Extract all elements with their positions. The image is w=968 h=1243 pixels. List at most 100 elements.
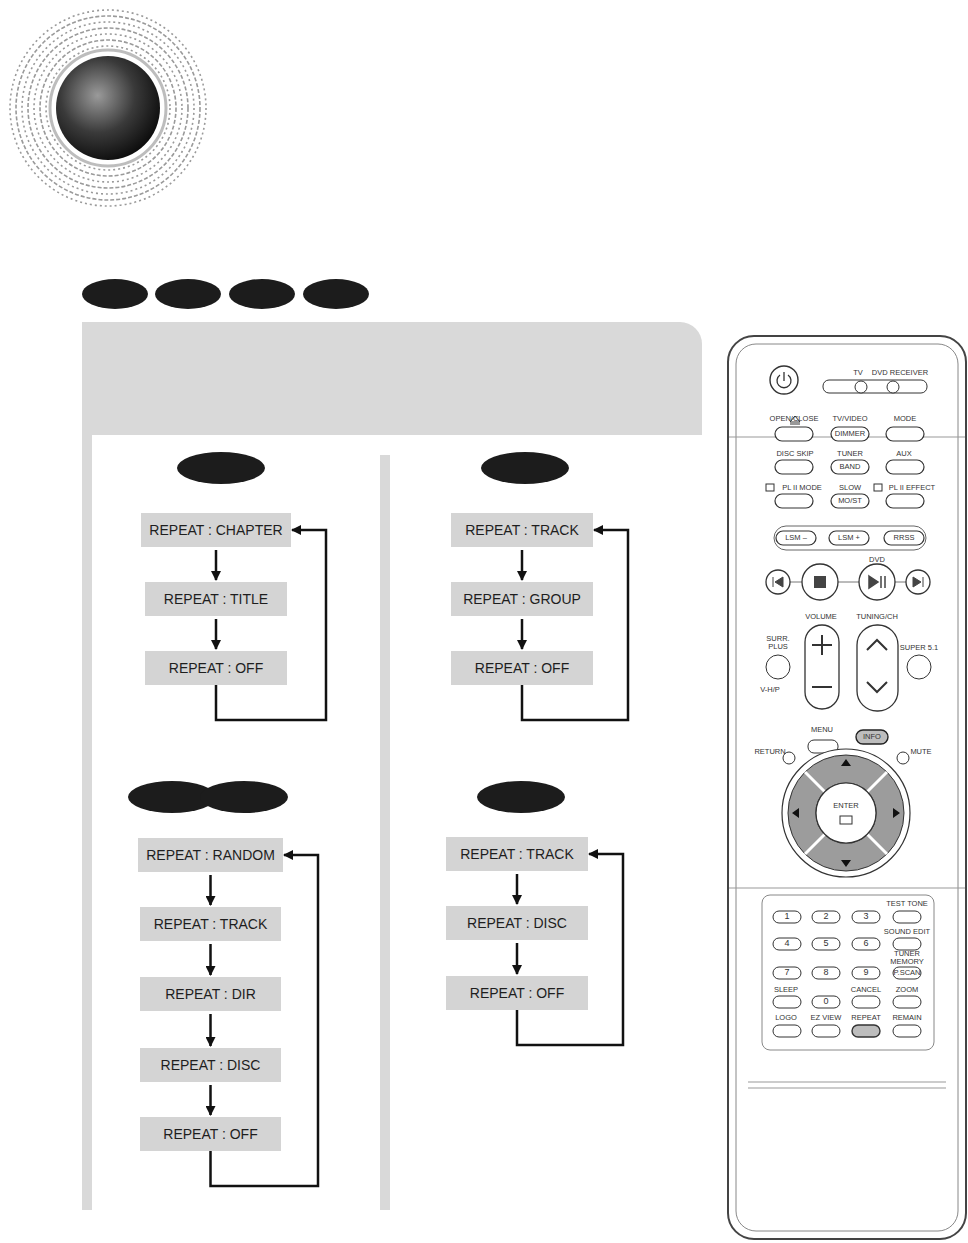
binary-ring [46, 46, 170, 170]
remote-button [893, 1025, 921, 1037]
enter-button [816, 783, 876, 843]
button-label: REPEAT [851, 1014, 880, 1022]
mode-label: REPEAT : DIR [165, 987, 256, 1001]
flow-arrow [516, 943, 519, 974]
remote-button [852, 996, 880, 1008]
button-label: MO/ST [838, 497, 862, 505]
mode-label: REPEAT : OFF [163, 1127, 257, 1141]
repeat-mode-box: REPEAT : OFF [145, 651, 287, 685]
header-banner [82, 322, 702, 435]
mode-label: REPEAT : OFF [475, 661, 569, 675]
speaker-cone [56, 56, 160, 160]
remote-button [893, 996, 921, 1008]
panel-line [748, 1088, 946, 1089]
button-label: PL II MODE [782, 484, 822, 492]
info-button [856, 730, 888, 744]
flow-arrow [517, 854, 623, 1045]
mode-label: REPEAT : OFF [169, 661, 263, 675]
repeat-mode-box: REPEAT : TRACK [446, 837, 588, 871]
mode-label: REPEAT : CHAPTER [149, 523, 282, 537]
remote-button [773, 911, 801, 923]
button-label: ZOOM [896, 986, 919, 994]
button-label: TV [853, 369, 863, 377]
side-rail [82, 435, 92, 1210]
remote-button [773, 967, 801, 979]
nav-divider [805, 772, 887, 854]
keypad-panel [762, 895, 934, 1050]
panel-line [729, 888, 965, 889]
mode-label: REPEAT : DISC [467, 916, 567, 930]
button-label: LSM – [785, 534, 807, 542]
button-label: CANCEL [851, 986, 881, 994]
button-label: 9 [863, 968, 868, 977]
repeat-mode-box: REPEAT : DIR [140, 977, 281, 1011]
button-label: MODE [894, 415, 917, 423]
mute-button [897, 752, 909, 764]
remote-button [893, 967, 921, 979]
button-label: 0 [823, 997, 828, 1006]
button-label: SOUND EDIT [884, 928, 930, 936]
button-label: AUX [896, 450, 911, 458]
power-button [770, 366, 798, 394]
remote-button [775, 460, 813, 474]
repeat-mode-box: REPEAT : OFF [451, 651, 593, 685]
remote-inner-edge [736, 344, 958, 1231]
button-label: TUNER MEMORY [889, 950, 925, 966]
remote-button [812, 911, 840, 923]
binary-ring [40, 40, 176, 176]
button-label: ENTER [833, 802, 858, 810]
flow-arrow [209, 1014, 212, 1046]
mode-label: REPEAT : TITLE [164, 592, 268, 606]
nav-arrow [792, 759, 900, 867]
remote-button [773, 996, 801, 1008]
enter-symbol [840, 816, 852, 824]
repeat-mode-box: REPEAT : DISC [446, 906, 588, 940]
flow-arrow [521, 550, 524, 580]
dolby-symbol [874, 484, 882, 491]
remote-button [831, 460, 869, 474]
button-label: MUTE [910, 748, 931, 756]
remote-button [812, 967, 840, 979]
repeat-mode-box: REPEAT : CHAPTER [141, 513, 291, 547]
nav-pad [788, 755, 904, 871]
disc-type-oval [200, 781, 288, 813]
speaker-icon [10, 10, 206, 206]
nav-ring [782, 749, 910, 877]
stop-symbol [814, 576, 826, 588]
button-label: 1 [784, 912, 789, 921]
remote-body [728, 336, 966, 1239]
binary-ring [16, 16, 200, 200]
remote-button [884, 531, 924, 545]
disc-type-oval [481, 452, 569, 484]
remote-button [812, 1025, 840, 1037]
flow-arrow [216, 530, 326, 720]
button-label: P.SCAN [894, 969, 921, 977]
disc-type-oval [177, 452, 265, 484]
button-label: LSM + [838, 534, 860, 542]
button-label: 2 [823, 912, 828, 921]
button-label: LOGO [775, 1014, 797, 1022]
disc-type-oval [477, 781, 565, 813]
play-pause-symbol [869, 576, 885, 588]
power-symbol [777, 372, 791, 388]
remote-button [893, 938, 921, 950]
binary-ring [22, 22, 194, 194]
repeat-mode-box: REPEAT : RANDOM [138, 838, 283, 872]
button-label: BAND [840, 463, 861, 471]
indicator [887, 381, 899, 393]
tuning-rocker [857, 625, 898, 711]
repeat-mode-box: REPEAT : OFF [446, 976, 588, 1010]
transport-rail [778, 582, 918, 583]
repeat-mode-box: REPEAT : TRACK [451, 513, 593, 547]
button-label: V-H/P [760, 686, 780, 694]
button-label: INFO [863, 733, 881, 741]
surround-button [766, 655, 790, 679]
speaker-rim [50, 50, 166, 166]
mode-switch [823, 380, 927, 393]
mode-label: REPEAT : TRACK [154, 917, 268, 931]
button-label: EZ VIEW [811, 1014, 842, 1022]
dolby-symbol [766, 484, 774, 491]
remote-control [728, 336, 966, 1239]
remote-button [775, 427, 813, 441]
